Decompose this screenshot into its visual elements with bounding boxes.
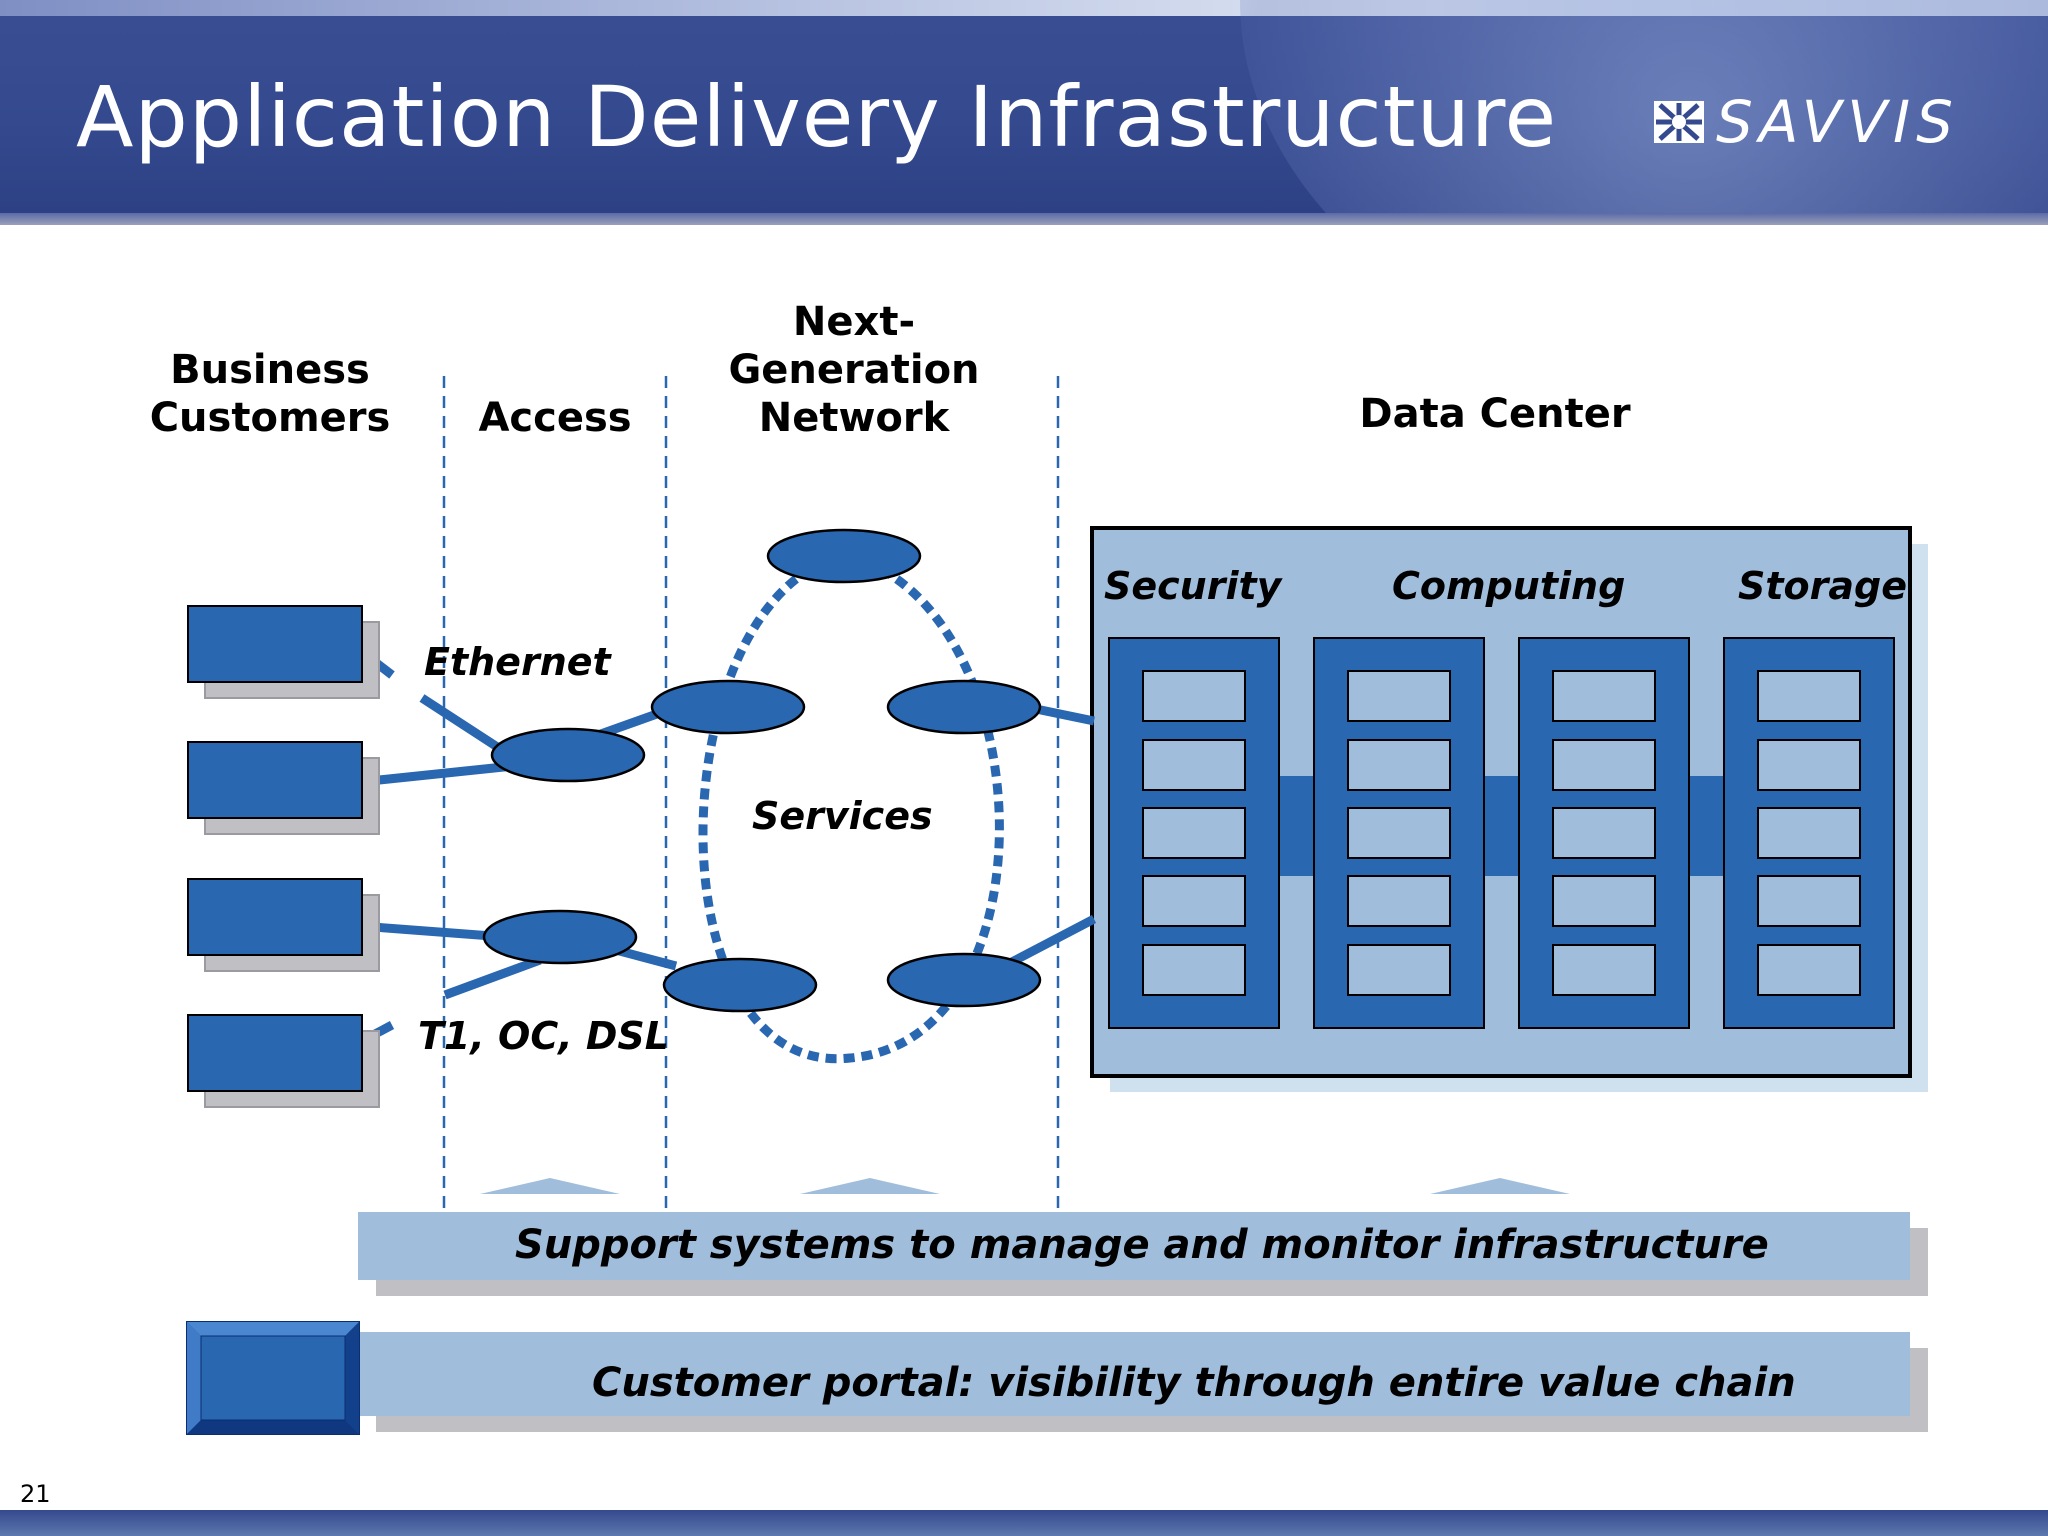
rack-slot [1142, 739, 1246, 791]
link-core-datacenter-top [1035, 704, 1095, 726]
link-t1-drop [443, 955, 542, 1000]
customer-box-3 [187, 878, 380, 972]
portal-bar [186, 1321, 1928, 1435]
link-core-datacenter-bottom [1005, 915, 1097, 968]
label-storage: Storage [1738, 564, 1907, 608]
rack-slot [1757, 670, 1861, 722]
savvis-logo: SAVVIS [1652, 88, 1959, 156]
label-t1-oc-dsl: T1, OC, DSL [418, 1014, 670, 1058]
up-arrow-datacenter [1430, 1178, 1570, 1194]
customer-box-4 [187, 1014, 380, 1108]
rack-slot [1552, 670, 1656, 722]
rack-slot [1552, 739, 1656, 791]
rack-slot [1552, 944, 1656, 996]
rack-slot [1142, 875, 1246, 927]
slide-title: Application Delivery Infrastructure [76, 68, 1558, 166]
label-services: Services [752, 794, 933, 838]
slide-header [0, 0, 2048, 225]
heading-business-customers: Business Customers [149, 347, 391, 441]
connection-lines [357, 648, 1097, 1046]
node-ngn-top [766, 528, 922, 584]
label-security: Security [1104, 564, 1282, 608]
dc-connector-3 [1685, 776, 1729, 876]
savvis-star-icon [1654, 101, 1704, 143]
globe-graphic [1240, 0, 2048, 225]
rack-slot [1142, 807, 1246, 859]
heading-next-generation-network: Next- Generation Network [728, 299, 980, 441]
node-ngn-upper-left [650, 679, 806, 735]
rack-slot [1347, 807, 1451, 859]
up-arrow-access [480, 1178, 620, 1194]
rack-slot [1142, 670, 1246, 722]
rack-slot [1757, 739, 1861, 791]
customer-box-1 [187, 605, 380, 699]
page-number: 21 [20, 1480, 51, 1508]
rack-slot [1347, 944, 1451, 996]
support-arrows [480, 1178, 1570, 1194]
header-band [0, 213, 2048, 225]
rack-storage [1723, 637, 1895, 1029]
heading-data-center: Data Center [1359, 391, 1631, 437]
heading-access: Access [478, 395, 632, 441]
rack-computing-2 [1518, 637, 1690, 1029]
node-ngn-lower-right [886, 952, 1042, 1008]
link-c3-t1-hub [359, 921, 493, 941]
label-ethernet: Ethernet [424, 640, 611, 684]
rack-slot [1347, 739, 1451, 791]
rack-security [1108, 637, 1280, 1029]
rack-slot [1757, 807, 1861, 859]
link-ethernet-drop [419, 694, 508, 756]
rack-slot [1552, 875, 1656, 927]
label-computing: Computing [1392, 564, 1626, 608]
dc-connector-2 [1478, 776, 1522, 876]
node-ngn-lower-left [662, 957, 818, 1013]
footer-bar [0, 1510, 2048, 1536]
support-bar-text: Support systems to manage and monitor in… [515, 1222, 1769, 1268]
link-c2-ethernet-hub [359, 761, 514, 787]
support-bar [358, 1212, 1928, 1296]
rack-slot [1347, 670, 1451, 722]
customer-box-2 [187, 741, 380, 835]
node-ethernet-hub [490, 727, 646, 783]
column-separators [442, 376, 1060, 1210]
portal-bar-text: Customer portal: visibility through enti… [592, 1360, 1796, 1406]
network-nodes [482, 528, 1042, 1013]
logo-text: SAVVIS [1716, 88, 1959, 156]
rack-slot [1142, 944, 1246, 996]
rack-slot [1552, 807, 1656, 859]
up-arrow-network [800, 1178, 940, 1194]
rack-slot [1757, 944, 1861, 996]
rack-computing-1 [1313, 637, 1485, 1029]
rack-slot [1347, 875, 1451, 927]
node-ngn-upper-right [886, 679, 1042, 735]
rack-slot [1757, 875, 1861, 927]
node-t1-hub [482, 909, 638, 965]
